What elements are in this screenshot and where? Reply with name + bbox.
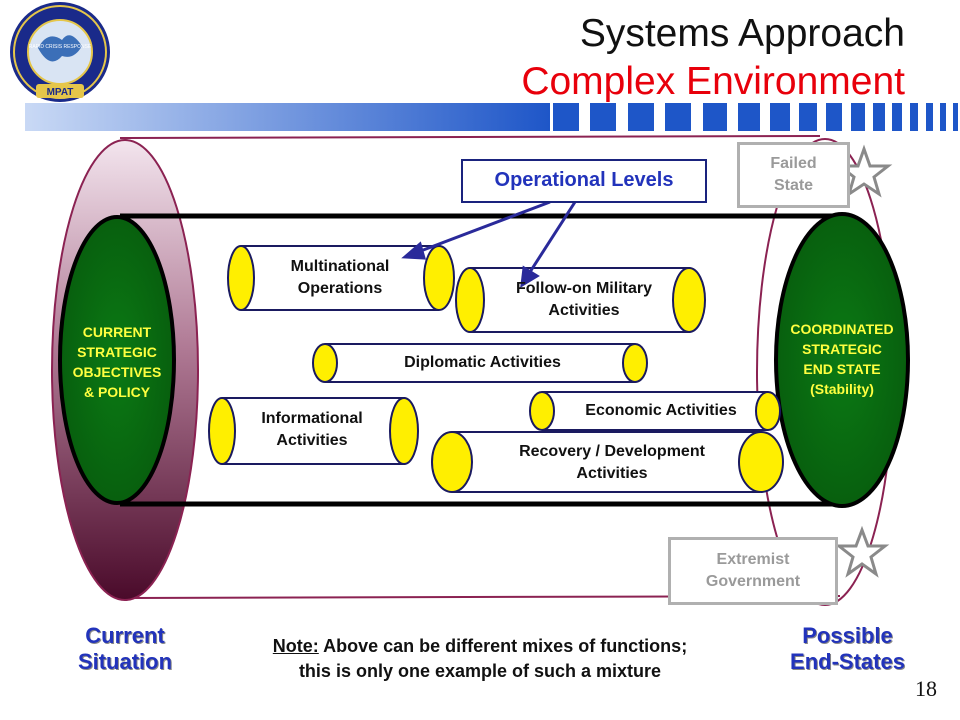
note-line-2: this is only one example of such a mixtu… — [298, 661, 662, 681]
main-tube — [120, 213, 843, 507]
current-objectives-text: CURRENT STRATEGIC OBJECTIVES & POLICY — [72, 324, 162, 400]
pipe-diplomatic — [312, 343, 648, 383]
star-icon — [834, 525, 890, 578]
title-line-2: Complex Environment — [521, 60, 905, 103]
pipe-label-recovery: Recovery / Development Activities — [519, 443, 705, 482]
page-number: 18 — [915, 676, 937, 701]
note-prefix: Note: — [272, 636, 319, 656]
current-objectives-ellipse — [58, 215, 176, 505]
pipe-label-diplomatic: Diplomatic Activities — [404, 354, 561, 371]
emblem-badge: MPAT — [47, 87, 74, 98]
possible-end-states-label: Possible End-States — [790, 623, 905, 674]
end-state-ellipse — [774, 212, 910, 508]
pipe-label-informational: Informational Activities — [261, 410, 363, 449]
pipe-recovery — [431, 431, 784, 493]
pipe-label-economic: Economic Activities — [585, 402, 737, 419]
failed-state-box: Failed State — [737, 142, 850, 208]
pipe-follow-on — [455, 267, 706, 333]
note-line-1: Above can be different mixes of function… — [318, 636, 688, 656]
title-line-1: Systems Approach — [579, 12, 905, 55]
note-text: Note: Above can be different mixes of fu… — [200, 634, 760, 684]
pipe-economic — [529, 391, 781, 431]
header-bar — [25, 103, 958, 131]
current-situation-label: Current Situation — [77, 623, 173, 674]
pipe-label-multinational: Multinational Operations — [290, 258, 390, 297]
pipe-label-follow-on: Follow-on Military Activities — [516, 280, 652, 319]
operational-levels-box: Operational Levels — [461, 159, 707, 203]
pipe-informational — [208, 397, 419, 465]
operational-arrows — [401, 200, 577, 288]
mpat-emblem: MPAT RAPID CRISIS RESPONSE — [10, 2, 110, 102]
extremist-government-box: Extremist Government — [668, 537, 838, 605]
emblem-inner-text: RAPID CRISIS RESPONSE — [29, 44, 92, 50]
end-state-text: COORDINATED STRATEGIC END STATE (Stabili… — [790, 321, 894, 397]
